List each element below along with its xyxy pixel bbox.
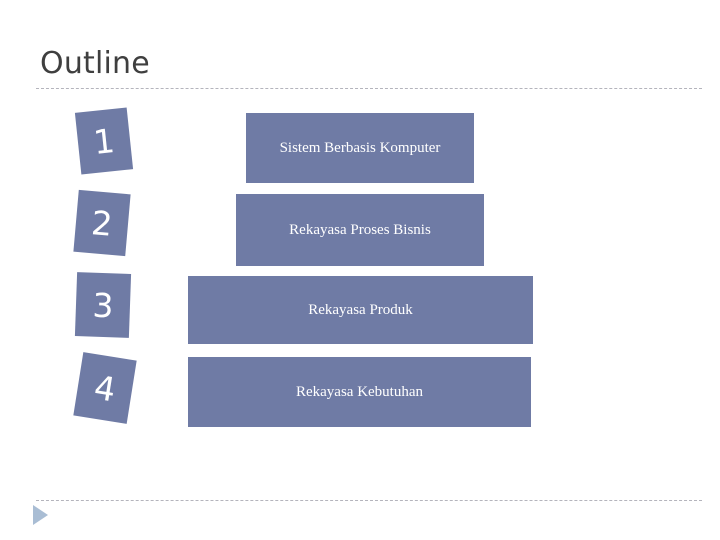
play-triangle-icon[interactable] <box>33 505 48 525</box>
outline-item-bar-3[interactable]: Rekayasa Produk <box>188 276 533 344</box>
outline-number-label-4: 4 <box>91 367 119 409</box>
title-divider <box>36 88 702 89</box>
outline-number-chip-2[interactable]: 2 <box>73 189 131 257</box>
outline-item-bar-4[interactable]: Rekayasa Kebutuhan <box>188 357 531 427</box>
outline-item-bar-1[interactable]: Sistem Berbasis Komputer <box>246 113 474 183</box>
outline-item-bar-2[interactable]: Rekayasa Proses Bisnis <box>236 194 484 266</box>
outline-number-chip-3[interactable]: 3 <box>74 272 132 338</box>
outline-number-label-3: 3 <box>91 285 115 325</box>
outline-number-label-2: 2 <box>89 202 115 244</box>
page-title: Outline <box>40 46 150 81</box>
outline-number-label-1: 1 <box>91 120 117 162</box>
footer-divider <box>36 500 702 501</box>
outline-number-chip-1[interactable]: 1 <box>74 107 134 175</box>
outline-number-chip-4[interactable]: 4 <box>73 352 137 424</box>
